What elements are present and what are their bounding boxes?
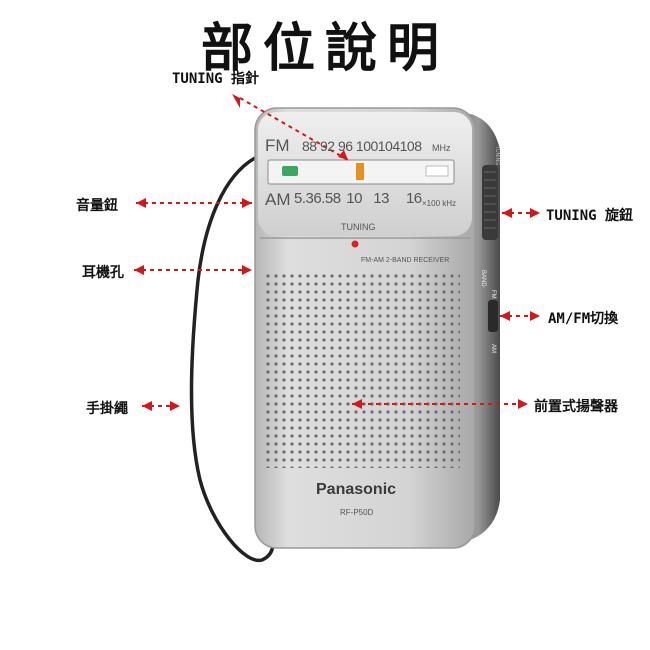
am-tick: 6.5 <box>313 190 333 207</box>
label-am-fm-switch: AM/FM切換 <box>548 311 619 327</box>
fm-tick: 104 <box>377 138 400 154</box>
am-tick: 13 <box>373 190 389 207</box>
am-scale: 5.36.58 10 13 16 <box>294 190 422 207</box>
tuning-knob <box>482 165 498 240</box>
label-hand-strap: 手掛繩 <box>86 401 128 417</box>
tuning-text: TUNING <box>341 222 376 232</box>
page-title: 部位說明 <box>200 19 449 79</box>
label-earphone-jack: 耳機孔 <box>82 265 124 281</box>
am-tick: 16 <box>405 190 422 207</box>
receiver-text: FM-AM 2-BAND RECEIVER <box>361 257 450 264</box>
fm-tick: 100 <box>355 138 378 154</box>
label-tuning-knob: TUNING 旋鈕 <box>546 208 634 224</box>
fm-tick: 96 <box>337 138 353 154</box>
brand-logo: Panasonic <box>316 481 397 498</box>
fm-scale: 88 92 96 100104108 <box>302 138 422 154</box>
model-number: RF-P50D <box>340 508 374 517</box>
am-tick: 5.3 <box>294 190 314 207</box>
tuning-led <box>351 240 359 248</box>
tuning-pointer <box>356 163 364 180</box>
side-fm-text: FM <box>490 290 496 299</box>
am-tick: 8 <box>332 190 341 207</box>
hand-strap-cord <box>189 156 275 563</box>
am-label: AM <box>265 190 291 209</box>
am-tick: 10 <box>346 190 362 207</box>
fm-tick: 108 <box>399 138 422 154</box>
fm-indicator <box>282 166 298 176</box>
side-am-text: AM <box>490 344 496 353</box>
label-volume-knob: 音量鈕 <box>76 198 118 214</box>
am-fm-switch <box>488 300 498 332</box>
side-tuning-text: TUNING <box>494 146 500 166</box>
fm-label: FM <box>265 136 290 155</box>
label-front-speaker: 前置式揚聲器 <box>534 399 618 415</box>
speaker-grille <box>266 272 460 468</box>
fm-unit: MHz <box>432 143 451 153</box>
side-band-text: BAND <box>480 270 486 287</box>
label-tuning-pointer: TUNING 指針 <box>172 71 260 87</box>
fm-tick: 92 <box>319 138 335 154</box>
fm-tick: 88 <box>302 138 317 154</box>
am-unit: ×100 kHz <box>422 199 457 208</box>
